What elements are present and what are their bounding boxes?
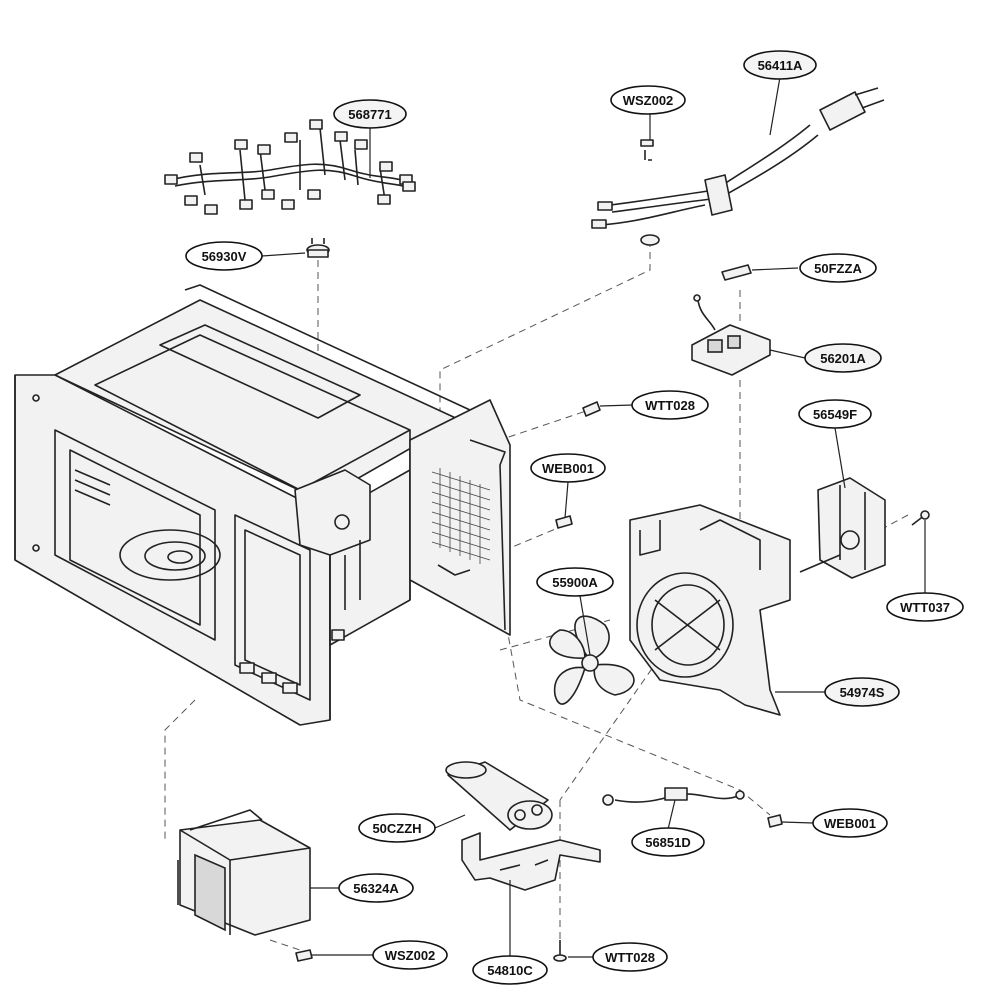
callout-56549F: 56549F [798,399,872,429]
callout-label: 568771 [348,107,391,122]
callout-label: WTT037 [900,600,950,615]
fan-motor-part [799,477,886,579]
callout-56851D: 56851D [631,827,705,857]
callout-label: WTT028 [645,398,695,413]
callout-WSZ002-top: WSZ002 [610,85,686,115]
callout-label: 50FZZA [814,261,862,276]
screw-wtt028-bottom [553,940,567,962]
fan-blade-part [549,615,635,705]
screw-web001-mid [555,515,573,529]
callout-WTT037: WTT037 [886,592,964,622]
callout-50CZZH: 50CZZH [358,813,436,843]
fuse-part [721,264,752,281]
callout-label: 56201A [820,351,866,366]
screw-wtt037 [911,510,930,526]
callout-568771: 568771 [333,99,407,129]
callout-56411A: 56411A [743,50,817,80]
callout-50FZZA: 50FZZA [799,253,877,283]
callout-label: 50CZZH [372,821,421,836]
callout-WEB001-bottom: WEB001 [812,808,888,838]
callout-56324A: 56324A [338,873,414,903]
callout-56930V: 56930V [185,241,263,271]
callout-label: 56549F [813,407,857,422]
callout-56201A: 56201A [804,343,882,373]
noise-filter-board-part [691,294,771,376]
callout-54810C: 54810C [472,955,548,985]
screw-wtt028-top [582,401,601,417]
callout-label: 54810C [487,963,533,978]
callout-label: WSZ002 [623,93,674,108]
callout-WSZ002-bottom: WSZ002 [372,940,448,970]
wire-harness-part [164,119,416,215]
callout-label: 56851D [645,835,691,850]
callout-WTT028-top: WTT028 [631,390,709,420]
callout-55900A: 55900A [536,567,614,597]
screw-wsz002-bottom [295,949,313,962]
diode-part [602,787,745,806]
fan-duct-part [629,504,791,716]
callout-label: 56324A [353,881,399,896]
capacitor-part [445,761,553,831]
callout-WEB001-mid: WEB001 [530,453,606,483]
power-cord-part [591,87,885,246]
screw-web001-bottom [767,814,783,828]
callout-label: 56930V [202,249,247,264]
transformer-part [177,809,311,936]
callout-54974S: 54974S [824,677,900,707]
callout-WTT028-bottom: WTT028 [592,942,668,972]
callout-label: WEB001 [542,461,594,476]
capacitor-bracket-part [461,832,601,891]
callout-label: WEB001 [824,816,876,831]
callout-label: 54974S [840,685,885,700]
callout-label: 55900A [552,575,598,590]
callout-label: WTT028 [605,950,655,965]
oven-cavity-part [14,284,511,726]
thermostat-part [306,238,330,258]
callout-label: 56411A [758,58,803,73]
leader-lines [261,76,926,965]
callout-label: WSZ002 [385,948,436,963]
